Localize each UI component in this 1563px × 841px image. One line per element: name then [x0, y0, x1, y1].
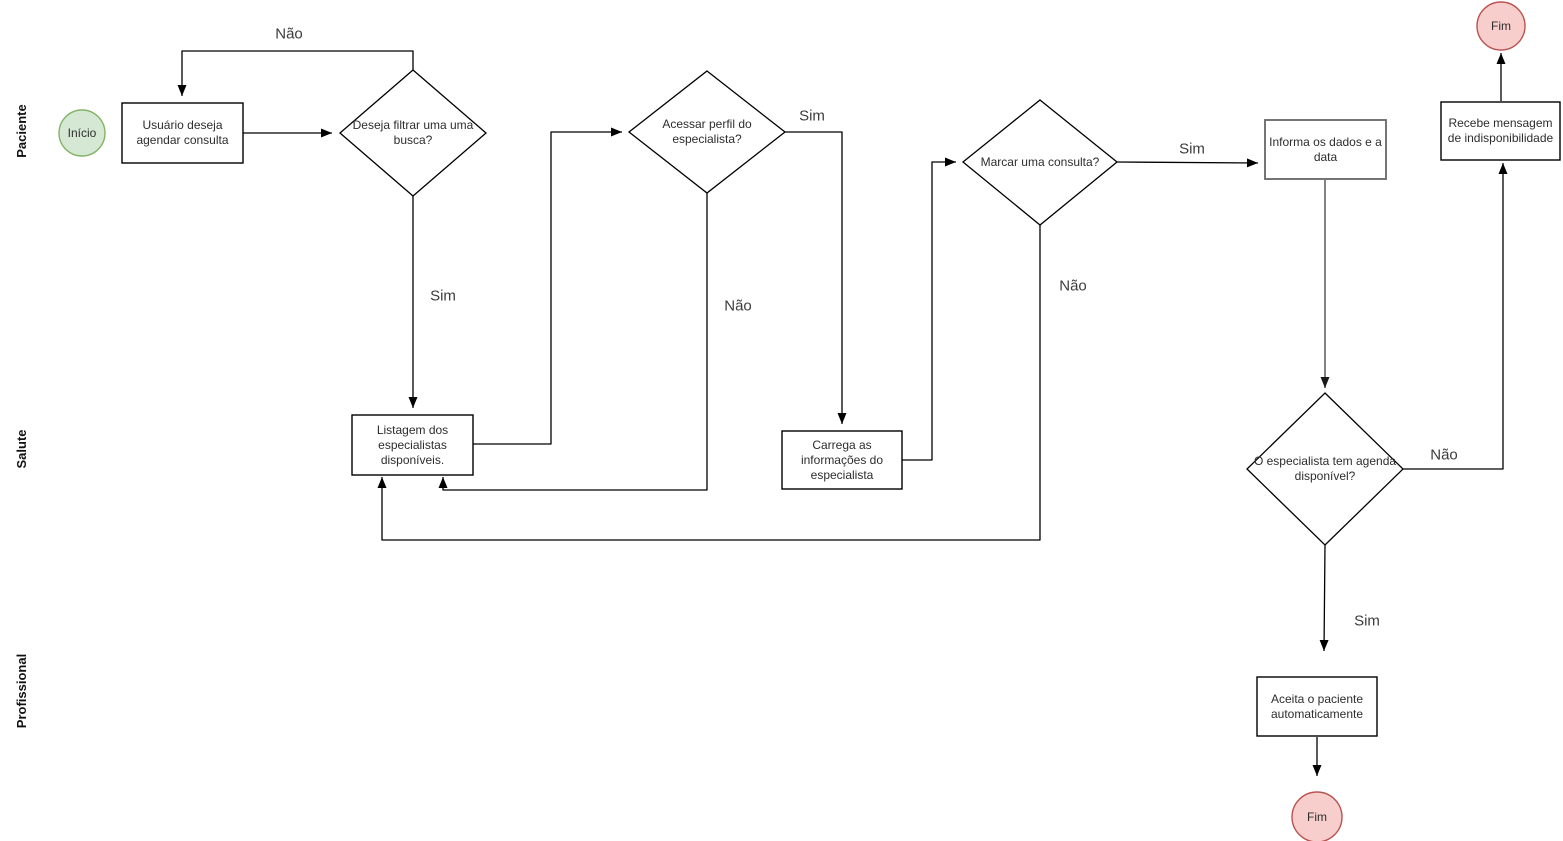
process-aceita-shape[interactable] — [1256, 676, 1378, 737]
decision-marcar-shape[interactable] — [961, 99, 1119, 226]
edge-listagem-to-acessar — [472, 127, 622, 445]
edge-marcar-nao-to-listagem — [377, 225, 1041, 541]
decision-filtrar-shape[interactable] — [339, 69, 487, 197]
edge-carrega-to-marcar — [902, 157, 956, 461]
end-event-bottom-shape[interactable] — [1291, 791, 1343, 841]
edge-acessar-sim-to-carrega — [785, 131, 847, 424]
process-recebe-shape[interactable] — [1440, 101, 1561, 161]
edge-agenda-nao-to-recebe — [1403, 163, 1508, 470]
process-informa-shape[interactable] — [1264, 119, 1387, 180]
process-carrega-shape[interactable] — [781, 430, 903, 490]
process-listagem-shape[interactable] — [351, 414, 474, 476]
edge-filtrar-nao-to-usuario — [177, 50, 414, 96]
decision-acessar-shape[interactable] — [627, 70, 787, 194]
edge-agenda-sim-to-aceita — [1319, 544, 1329, 652]
decision-agenda-shape[interactable] — [1246, 392, 1404, 546]
edge-marcar-sim-to-informa — [1116, 158, 1259, 168]
end-event-top-shape[interactable] — [1476, 1, 1526, 51]
start-event-shape[interactable] — [58, 109, 106, 157]
edge-acessar-nao-to-listagem — [438, 193, 708, 491]
process-usuario-shape[interactable] — [121, 102, 244, 164]
